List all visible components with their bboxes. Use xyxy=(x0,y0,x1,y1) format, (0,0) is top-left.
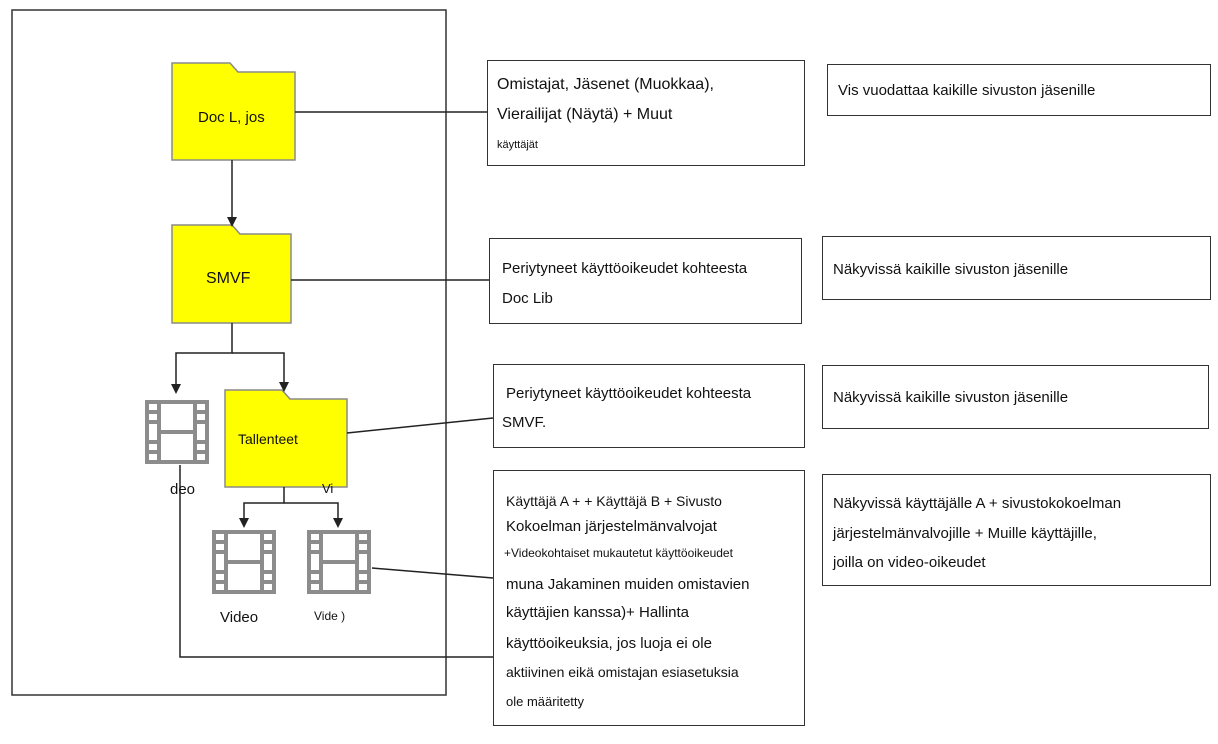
permission-text: käyttäjien kanssa)+ Hallinta xyxy=(506,604,690,621)
video-label-fragment: Vi xyxy=(322,481,334,496)
folder-doclib-label: Doc L, jos xyxy=(198,109,265,126)
folder-smvf-label: SMVF xyxy=(206,270,251,287)
permission-text: Vierailijat (Näytä) + Muut xyxy=(497,106,673,123)
film-icon xyxy=(145,400,209,464)
permission-text: käyttäjät xyxy=(497,139,538,151)
permission-text: muna Jakaminen muiden omistavien xyxy=(506,576,750,593)
visibility-box-tallenteet: Näkyvissä kaikille sivuston jäsenille xyxy=(822,365,1209,429)
permission-text: aktiivinen eikä omistajan esiasetuksia xyxy=(506,664,739,680)
permission-text: Käyttäjä A + + Käyttäjä B + Sivusto xyxy=(506,493,722,509)
visibility-box-video: Näkyvissä käyttäjälle A + sivustokokoelm… xyxy=(822,474,1211,586)
folder-tallenteet-label: Tallenteet xyxy=(238,431,298,447)
folder-doclib xyxy=(171,62,296,161)
permission-text: Periytyneet käyttöoikeudet kohteesta xyxy=(502,260,748,277)
permission-box-video: Käyttäjä A + + Käyttäjä B + Sivusto Koko… xyxy=(493,470,805,726)
permission-text: Doc Lib xyxy=(502,290,553,307)
video-label: Vide ) xyxy=(314,609,346,623)
visibility-text: järjestelmänvalvojille + Muille käyttäji… xyxy=(833,525,1097,542)
permission-text: Kokoelman järjestelmänvalvojat xyxy=(506,518,717,535)
visibility-text: joilla on video-oikeudet xyxy=(833,554,986,571)
permission-text: käyttöoikeuksia, jos luoja ei ole xyxy=(506,635,712,652)
permission-box-doclib: Omistajat, Jäsenet (Muokkaa), Vierailija… xyxy=(487,60,805,166)
visibility-box-doclib: Vis vuodattaa kaikille sivuston jäsenill… xyxy=(827,64,1211,116)
permission-box-tallenteet: Periytyneet käyttöoikeudet kohteesta SMV… xyxy=(493,364,805,448)
visibility-text: Näkyvissä kaikille sivuston jäsenille xyxy=(833,389,1069,406)
video-label: Video xyxy=(220,609,259,626)
connector-lines xyxy=(171,111,494,658)
visibility-box-smvf: Näkyvissä kaikille sivuston jäsenille xyxy=(822,236,1211,300)
permission-text: Periytyneet käyttöoikeudet kohteesta xyxy=(506,385,752,402)
film-icon xyxy=(307,530,371,594)
permission-text: SMVF. xyxy=(502,414,547,431)
permission-box-smvf: Periytyneet käyttöoikeudet kohteesta Doc… xyxy=(489,238,802,324)
site-container xyxy=(11,9,447,696)
visibility-text: Näkyvissä käyttäjälle A + sivustokokoelm… xyxy=(833,495,1122,512)
permission-text: ole määritetty xyxy=(506,694,585,709)
visibility-text: Näkyvissä kaikille sivuston jäsenille xyxy=(833,261,1069,278)
video-label: deo xyxy=(170,481,196,498)
visibility-text: Vis vuodattaa kaikille sivuston jäsenill… xyxy=(838,82,1096,99)
permission-text: +Videokohtaiset mukautetut käyttöoikeude… xyxy=(504,546,733,560)
permission-text: Omistajat, Jäsenet (Muokkaa), xyxy=(497,76,714,93)
film-icon xyxy=(212,530,276,594)
